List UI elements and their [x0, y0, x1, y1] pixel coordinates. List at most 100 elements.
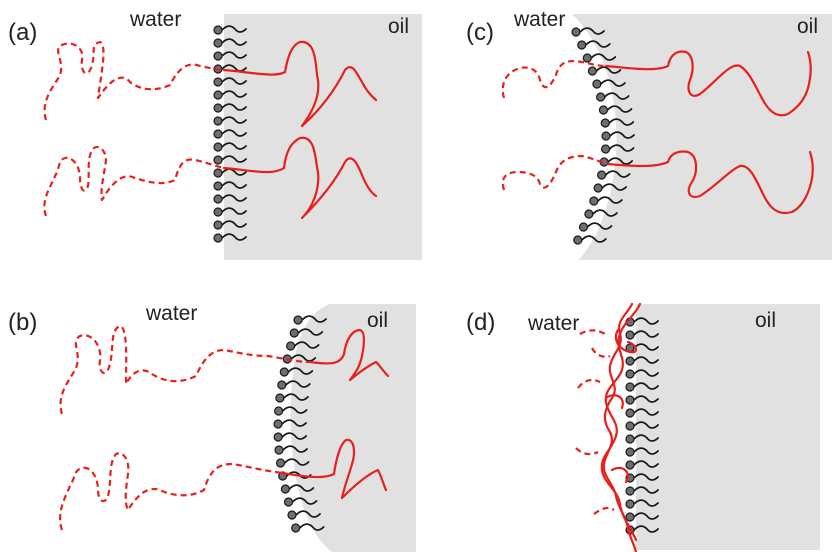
surfactant-molecule — [287, 510, 321, 520]
surfactant-molecule — [213, 168, 247, 178]
surfactant-head — [578, 222, 589, 232]
polymer-chain-oil-part — [274, 438, 388, 500]
surfactant-tail — [608, 144, 635, 152]
surfactant-molecule — [293, 315, 327, 325]
surfactant-head — [625, 447, 635, 457]
surfactant-tail — [633, 356, 659, 364]
surfactant-tail — [633, 395, 659, 403]
surfactant-tail — [633, 317, 659, 325]
surfactant-head — [625, 486, 635, 496]
polymer-chain-water-part — [501, 59, 607, 99]
surfactant-molecule — [213, 38, 247, 48]
panel-a: (a) water oil — [8, 8, 422, 260]
surfactant-tail — [291, 497, 318, 505]
oil-phase-region — [572, 14, 832, 260]
polymer-chain-water-part — [591, 347, 611, 358]
surfactant-molecule — [213, 155, 247, 165]
surfactant-tail — [586, 222, 613, 230]
surfactant-molecule — [273, 419, 307, 429]
surfactant-molecule — [213, 103, 247, 113]
surfactant-head — [213, 142, 223, 152]
panel-c: (c) water oil — [466, 8, 832, 260]
surfactant-molecule — [283, 497, 318, 507]
surfactant-head — [291, 523, 301, 533]
surfactant-tail — [633, 408, 659, 416]
surfactant-head — [275, 458, 286, 468]
surfactant-molecule — [213, 90, 247, 100]
surfactant-tail — [221, 168, 247, 176]
surfactant-head — [273, 432, 283, 442]
surfactant-head — [213, 181, 223, 191]
polymer-chain-water-part — [501, 154, 609, 191]
surfactant-head — [286, 341, 296, 351]
surfactant-tail — [284, 380, 311, 388]
surfactant-molecule — [625, 512, 659, 522]
surfactant-head — [625, 330, 635, 340]
polymer-chain-oil-part — [308, 328, 390, 382]
surfactant-tail — [609, 131, 635, 139]
surfactant-tail — [601, 183, 628, 191]
surfactant-tail — [221, 233, 247, 241]
surfactant-head — [596, 92, 606, 102]
surfactant-tail — [281, 406, 308, 414]
surfactant-tail — [580, 235, 607, 243]
surfactant-head — [277, 380, 287, 390]
surfactant-head — [213, 38, 223, 48]
surfactant-head — [274, 445, 284, 455]
surfactant-head — [213, 129, 223, 139]
surfactant-tail — [221, 77, 247, 85]
surfactant-head — [289, 328, 299, 338]
surfactant-head — [589, 196, 599, 206]
surfactant-layer — [213, 25, 247, 243]
surfactant-molecule — [213, 77, 247, 87]
surfactant-molecule — [598, 105, 633, 115]
surfactant-tail — [221, 116, 247, 124]
surfactant-head — [601, 144, 611, 154]
polymer-chain-water-part — [577, 378, 601, 389]
surfactant-tail — [606, 105, 633, 113]
surfactant-tail — [221, 142, 247, 150]
surfactant-tail — [633, 343, 659, 351]
surfactant-molecule — [584, 209, 618, 219]
surfactant-tail — [592, 209, 618, 217]
surfactant-molecule — [571, 27, 605, 37]
surfactant-head — [213, 220, 223, 230]
surfactant-tail — [282, 393, 309, 401]
surfactant-tail — [603, 92, 630, 100]
surfactant-molecule — [625, 369, 659, 379]
surfactant-tail — [633, 434, 659, 442]
surfactant-head — [625, 512, 635, 522]
surfactant-molecule — [274, 445, 308, 455]
surfactant-tail — [282, 445, 308, 453]
surfactant-head — [213, 90, 223, 100]
surfactant-head — [625, 356, 635, 366]
surfactant-tail — [633, 460, 659, 468]
surfactant-tail — [633, 330, 659, 338]
surfactant-molecule — [286, 341, 320, 351]
surfactant-tail — [633, 447, 659, 455]
surfactant-molecule — [593, 183, 628, 193]
surfactant-head — [274, 406, 284, 416]
polymer-chain-crossing-interface — [604, 328, 637, 484]
surfactant-molecule — [577, 40, 611, 50]
surfactant-molecule — [279, 367, 314, 377]
polymer-chain-oil-part — [222, 136, 378, 220]
surfactant-molecule — [213, 51, 247, 61]
surfactant-molecule — [213, 220, 247, 230]
surfactant-tail — [221, 129, 247, 137]
surfactant-tail — [301, 315, 327, 323]
surfactant-tail — [298, 523, 325, 531]
surfactant-molecule — [573, 235, 607, 245]
surfactant-head — [597, 170, 607, 180]
surfactant-tail — [633, 369, 659, 377]
surfactant-head — [213, 77, 223, 87]
surfactant-head — [592, 79, 602, 89]
surfactant-molecule — [274, 406, 308, 416]
surfactant-tail — [633, 499, 659, 507]
surfactant-tail — [221, 51, 247, 59]
surfactant-head — [213, 207, 223, 217]
surfactant-head — [600, 118, 610, 128]
surfactant-tail — [633, 421, 659, 429]
surfactant-molecule — [601, 131, 635, 141]
surfactant-tail — [590, 53, 617, 61]
